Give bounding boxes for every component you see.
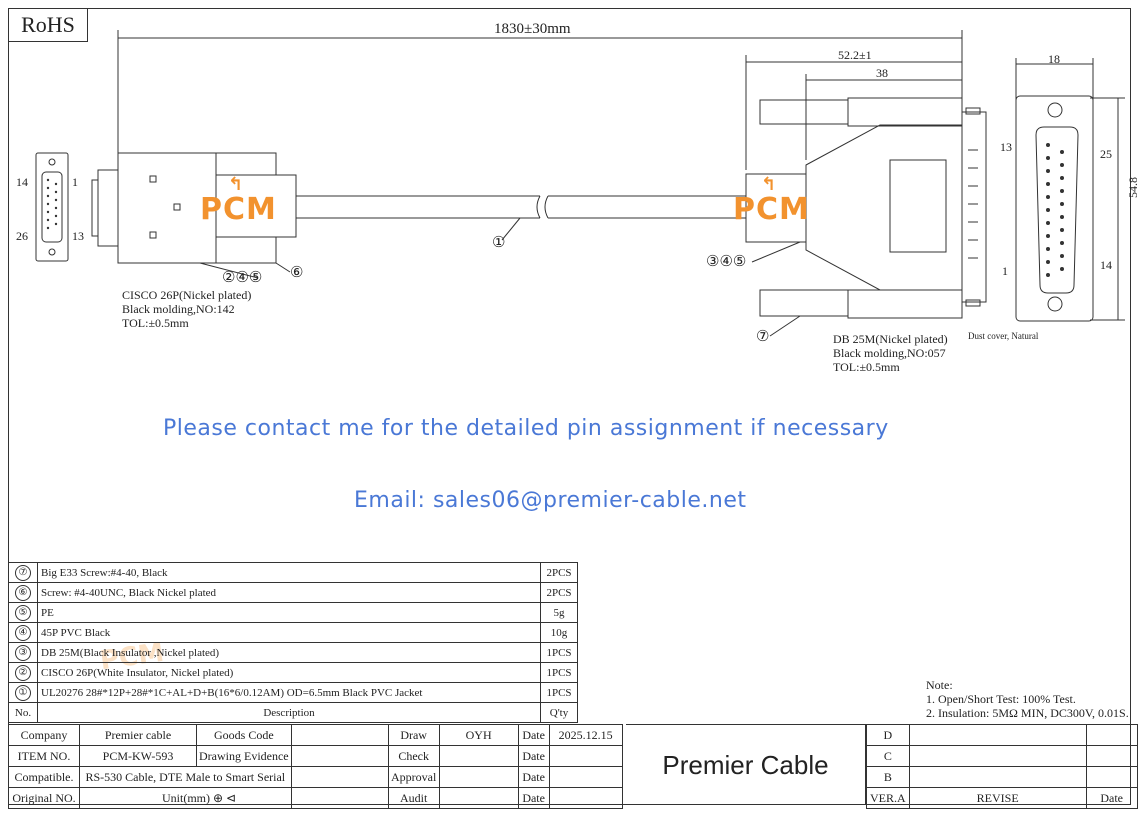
dim-18-label: 18: [1048, 52, 1060, 66]
callout-cable: ①: [492, 235, 506, 251]
right-pin-25: 25: [1100, 147, 1112, 161]
technical-drawing: [35, 30, 1125, 337]
right-pin-13: 13: [1000, 140, 1012, 154]
left-spec-2: Black molding,NO:142: [122, 302, 235, 316]
left-pin-14: 14: [16, 175, 28, 189]
callout-big-screw: ⑦: [756, 329, 770, 345]
right-spec-2: Black molding,NO:057: [833, 346, 946, 360]
note-1: 1. Open/Short Test: 100% Test.: [926, 692, 1076, 706]
left-spec-3: TOL:±0.5mm: [122, 316, 189, 330]
cisco26-face: [35, 152, 69, 262]
contact-message: Please contact me for the detailed pin a…: [163, 416, 889, 441]
note-title: Note:: [926, 678, 953, 692]
right-pin-1: 1: [1002, 264, 1008, 278]
note-2: 2. Insulation: 5MΩ MIN, DC300V, 0.01S.: [926, 706, 1129, 720]
right-spec-1: DB 25M(Nickel plated): [833, 332, 948, 346]
projection-symbol-icon: ⊕ ⊲: [213, 790, 237, 805]
db25-hood: [805, 124, 963, 291]
db25-face: [1015, 95, 1094, 322]
right-spec-3: TOL:±0.5mm: [833, 360, 900, 374]
email-line: Email: sales06@premier-cable.net: [354, 488, 747, 513]
left-pin-26: 26: [16, 229, 28, 243]
dim-52-label: 52.2±1: [838, 48, 872, 62]
callout-screw: ⑥: [290, 265, 304, 281]
pcm-logo-left: ↰PCM: [200, 174, 277, 227]
dust-cover-label: Dust cover, Natural: [968, 331, 1039, 341]
dim-38-label: 38: [876, 66, 888, 80]
brand-name: Premier Cable: [626, 724, 866, 805]
length-dim-label: 1830±30mm: [494, 21, 571, 37]
dim-54-label: 54.8: [1126, 177, 1139, 198]
callout-right-parts: ③④⑤: [706, 254, 747, 270]
right-pin-14: 14: [1100, 258, 1112, 272]
pcm-logo-right: ↰PCM: [733, 174, 810, 227]
callout-left-parts: ②④⑤: [222, 270, 263, 286]
rohs-label: RoHS: [8, 8, 88, 42]
left-pin-13: 13: [72, 229, 84, 243]
title-block: Company Premier cable Goods Code Draw OY…: [8, 724, 623, 809]
left-spec-1: CISCO 26P(Nickel plated): [122, 288, 252, 302]
left-pin-1: 1: [72, 175, 78, 189]
